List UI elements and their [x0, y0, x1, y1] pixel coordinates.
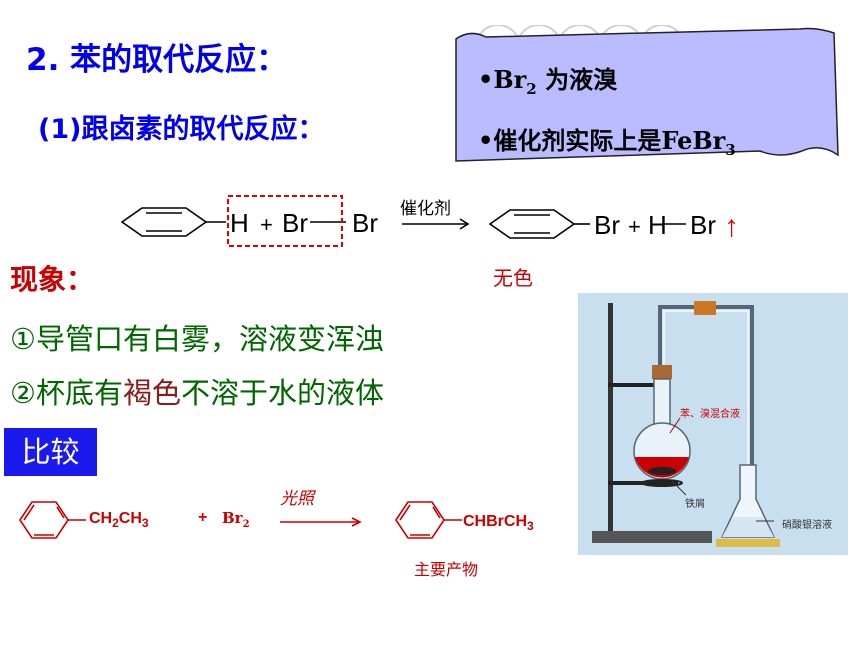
equation-plus-2: +	[628, 214, 641, 239]
brown-highlight: 褐色	[123, 376, 182, 410]
equation-br-product: Br	[594, 210, 620, 240]
apparatus-diagram	[578, 293, 848, 555]
product-group: CHBrCH3	[463, 513, 534, 534]
flask-label: 苯、溴混合液	[680, 409, 740, 420]
observation-item-2: ②杯底有褐色不溶于水的液体	[10, 376, 385, 410]
ethyl-group: CH2CH3	[89, 510, 149, 531]
observation-item-1: ①导管口有白雾，溶液变浑浊	[10, 322, 384, 356]
equation-br-product-2: Br	[690, 210, 716, 240]
bromination-equation: H + Br Br Br + H Br ↑ 催化剂	[120, 195, 739, 247]
main-product-label: 主要产物	[414, 560, 479, 579]
benzene-ring-ethylbenzene	[19, 501, 69, 539]
bromine-reagent: Br2	[222, 509, 250, 530]
substitution-highlight-box	[227, 195, 343, 247]
compare-plus: +	[198, 509, 208, 526]
equation-h-product: H	[648, 210, 667, 240]
light-condition: 光照	[280, 489, 314, 509]
catalyst-label: 催化剂	[400, 199, 451, 219]
observation-heading: 现象：	[10, 263, 95, 296]
equation-h: H	[230, 208, 249, 238]
benzene-ring-product	[488, 209, 576, 239]
ethylbenzene-equation	[19, 501, 462, 539]
note-box	[455, 25, 839, 162]
note-line-1: •Br2 为液溴	[478, 65, 618, 98]
gas-arrow: ↑	[724, 210, 739, 243]
colorless-label: 无色	[493, 266, 533, 290]
compare-label: 比较	[4, 428, 97, 476]
equation-br-2: Br	[352, 208, 378, 238]
benzene-ring-reactant	[120, 207, 208, 237]
equation-plus-1: +	[260, 212, 273, 237]
benzene-ring-product-2	[395, 501, 445, 539]
beaker-label: 硝酸银溶液	[782, 520, 832, 531]
equation-br-1: Br	[282, 208, 308, 238]
note-line-2: •催化剂实际上是FeBr3	[478, 126, 736, 159]
iron-label: 铁屑	[685, 499, 705, 510]
page-title: 2. 苯的取代反应：	[26, 42, 288, 78]
section-subtitle: (1)跟卤素的取代反应：	[38, 114, 325, 145]
